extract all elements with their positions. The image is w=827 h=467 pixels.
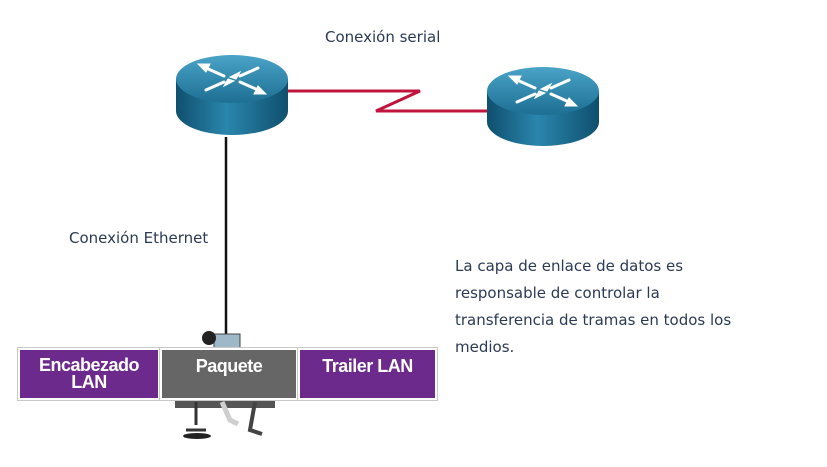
workstation-icon	[175, 331, 275, 439]
frame-trailer-segment: Trailer LAN	[297, 347, 438, 401]
description-text: La capa de enlace de datos es responsabl…	[455, 257, 732, 356]
serial-link	[287, 89, 489, 113]
serial-connection-label: Conexión serial	[325, 28, 441, 46]
frame-header-label: Encabezado LAN	[38, 355, 140, 392]
router-icon	[487, 67, 599, 146]
frame-packet-segment: Paquete	[159, 347, 299, 401]
frame-trailer-label: Trailer LAN	[322, 356, 413, 376]
ethernet-connection-label: Conexión Ethernet	[69, 229, 209, 247]
router-icon	[176, 55, 288, 135]
frame-header-segment: Encabezado LAN	[17, 347, 161, 401]
frame-packet-label: Paquete	[195, 356, 263, 376]
